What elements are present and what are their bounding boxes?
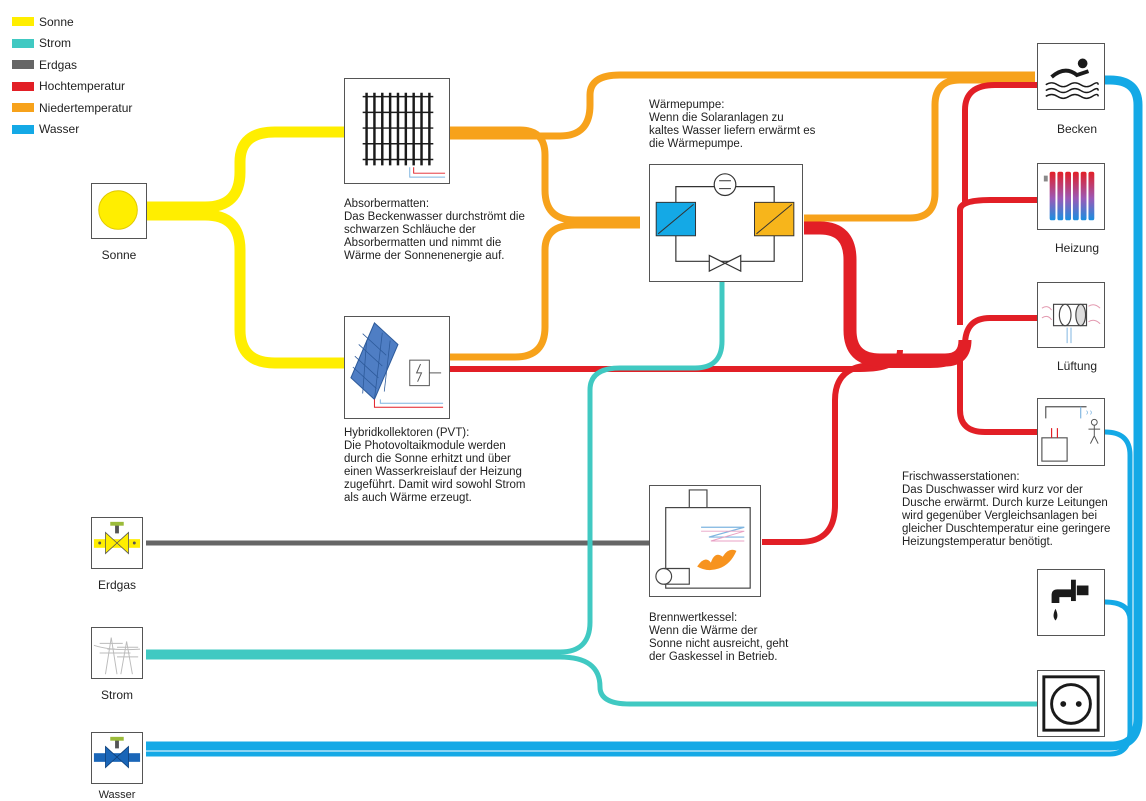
- heat-pump-to-distribution-line: [804, 221, 972, 367]
- gas-source-box: [91, 517, 143, 569]
- heat-pump-description: Wenn die Solaranlagen zu kaltes Wasser l…: [649, 112, 816, 150]
- legend-label: Erdgas: [39, 57, 78, 72]
- radiator-icon: [1043, 171, 1095, 221]
- water-source-label: Wasser: [98, 789, 136, 801]
- legend-swatch: [12, 60, 34, 70]
- legend-item-niedertemperatur: Niedertemperatur: [12, 97, 132, 119]
- ventilation-icon: [1041, 303, 1101, 344]
- legend-item-wasser: Wasser: [12, 119, 132, 141]
- absorber-mat-box: [344, 78, 450, 184]
- boiler-title: Brennwertkessel:: [649, 612, 738, 624]
- legend-swatch: [12, 81, 34, 91]
- water-valve-icon: [93, 736, 141, 769]
- sun-icon: [98, 190, 138, 230]
- fresh-water-title: Frischwasserstationen:: [902, 471, 1020, 483]
- sun-flow-lines: [146, 126, 344, 369]
- power-source-label: Strom: [100, 688, 133, 702]
- fresh-water-description: Das Duschwasser wird kurz vor der Dusche…: [902, 484, 1111, 548]
- water-flow-lines: [146, 75, 1143, 757]
- water-tap-icon: [1051, 579, 1089, 621]
- ventilation-label: Lüftung: [1056, 359, 1098, 373]
- legend-item-erdgas: Erdgas: [12, 54, 132, 76]
- fresh-water-station-box: [1037, 398, 1105, 466]
- shower-station-icon: [1041, 406, 1101, 462]
- water-source-box: [91, 732, 143, 784]
- boiler-box: [649, 485, 761, 597]
- legend-item-hochtemperatur: Hochtemperatur: [12, 76, 132, 98]
- power-flow-lines: [146, 282, 1037, 707]
- gas-source-label: Erdgas: [97, 578, 137, 592]
- legend: Sonne Strom Erdgas Hochtemperatur Nieder…: [12, 11, 132, 140]
- power-socket-box: [1037, 670, 1105, 737]
- power-source-box: [91, 627, 143, 679]
- heat-pump-title: Wärmepumpe:: [649, 99, 725, 111]
- heating-box: [1037, 163, 1105, 230]
- legend-swatch: [12, 124, 34, 134]
- pvt-description: Die Photovoltaikmodule werden durch die …: [344, 440, 526, 504]
- sun-source-label: Sonne: [101, 248, 137, 262]
- gas-valve-icon: [93, 521, 141, 555]
- pool-box: [1037, 43, 1105, 110]
- legend-label: Niedertemperatur: [39, 100, 133, 115]
- low-temperature-flow-lines: [449, 71, 1035, 361]
- legend-swatch: [12, 38, 34, 48]
- power-pylon-icon: [93, 637, 141, 675]
- legend-label: Sonne: [39, 14, 74, 29]
- pool-label: Becken: [1056, 122, 1098, 136]
- sun-source-box: [91, 183, 147, 239]
- heat-pump-icon: [655, 173, 795, 273]
- legend-label: Hochtemperatur: [39, 79, 126, 94]
- heating-label: Heizung: [1054, 241, 1100, 255]
- pvt-title: Hybridkollektoren (PVT):: [344, 427, 470, 439]
- legend-swatch: [12, 17, 34, 27]
- pool-swimmer-icon: [1045, 58, 1099, 100]
- legend-swatch: [12, 103, 34, 113]
- absorber-title: Absorbermatten:: [344, 198, 430, 210]
- absorber-description: Das Beckenwasser durchströmt die schwarz…: [344, 211, 525, 262]
- power-socket-icon: [1042, 675, 1100, 732]
- pv-panel-icon: [350, 322, 444, 408]
- legend-label: Wasser: [39, 122, 80, 137]
- pvt-collector-box: [344, 316, 450, 419]
- heat-pump-box: [649, 164, 803, 282]
- legend-item-sonne: Sonne: [12, 11, 132, 33]
- legend-item-strom: Strom: [12, 33, 132, 55]
- boiler-icon: [655, 489, 751, 589]
- ventilation-box: [1037, 282, 1105, 348]
- boiler-description: Wenn die Wärme der Sonne nicht ausreicht…: [649, 625, 789, 663]
- water-tap-box: [1037, 569, 1105, 636]
- legend-label: Strom: [39, 36, 72, 51]
- absorber-mat-icon: [362, 92, 446, 178]
